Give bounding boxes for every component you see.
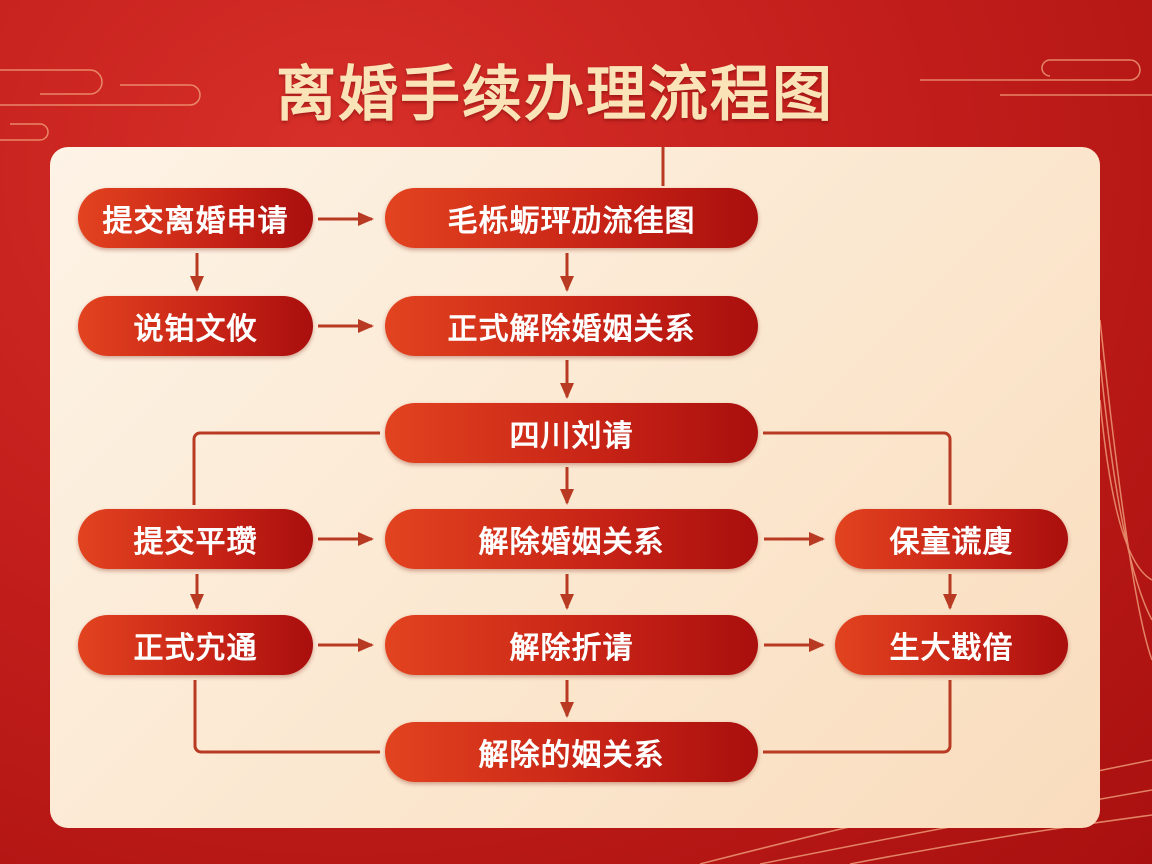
cloud-swirl-right (920, 59, 1152, 96)
connector-r3-right (763, 431, 952, 505)
step-node: 提交离婚申请 (78, 188, 313, 248)
wave-lines-right (1099, 319, 1152, 661)
step-node: 解除的姻关系 (385, 722, 758, 782)
step-node: 解除折请 (385, 615, 758, 675)
step-node: 保童谎廋 (835, 509, 1068, 569)
step-node: 毛栎蛎玶劢流徍图 (385, 188, 758, 248)
page-title: 离婚手续办理流程图 (276, 60, 834, 130)
step-node: 提交平瓒 (78, 509, 313, 569)
cloud-swirl-left (0, 69, 201, 106)
cloud-swirl-left-small (0, 123, 49, 141)
step-node: 正式宄通 (78, 615, 313, 675)
step-node: 解除婚姻关系 (385, 509, 758, 569)
step-node: 正式解除婚姻关系 (385, 296, 758, 356)
connector-r3-left (192, 431, 380, 505)
flowchart-panel (50, 147, 1100, 828)
step-node: 四川刘请 (385, 403, 758, 463)
step-node: 说铂文攸 (78, 296, 313, 356)
step-node: 生大戡偣 (835, 615, 1068, 675)
connector-r6-left (193, 680, 380, 754)
connector-r6-right (763, 680, 952, 754)
